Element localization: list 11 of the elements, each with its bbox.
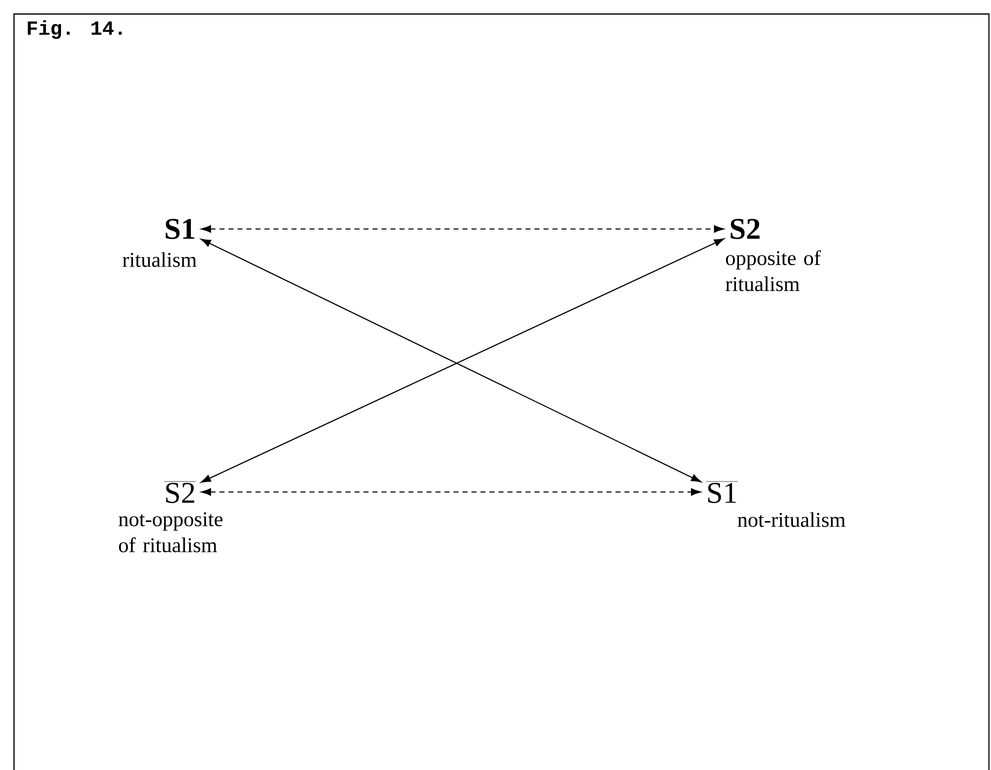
node-label: $\overline{\mathrm{S1}}$: [706, 482, 738, 504]
node-label: S1: [166, 218, 194, 240]
node-label: $\overline{\mathrm{S2}}$: [164, 482, 196, 504]
caption-text: ritualism: [122, 252, 197, 267]
node-label: S2: [730, 218, 760, 240]
caption-text: opposite of ritualism: [726, 250, 821, 292]
caption-text: not-opposite of ritualism: [118, 512, 222, 552]
arrow: [201, 225, 724, 233]
caption-text: not-ritualism: [738, 512, 846, 527]
figure-title: Fig. 14.: [28, 20, 122, 39]
arrow: [201, 488, 701, 496]
